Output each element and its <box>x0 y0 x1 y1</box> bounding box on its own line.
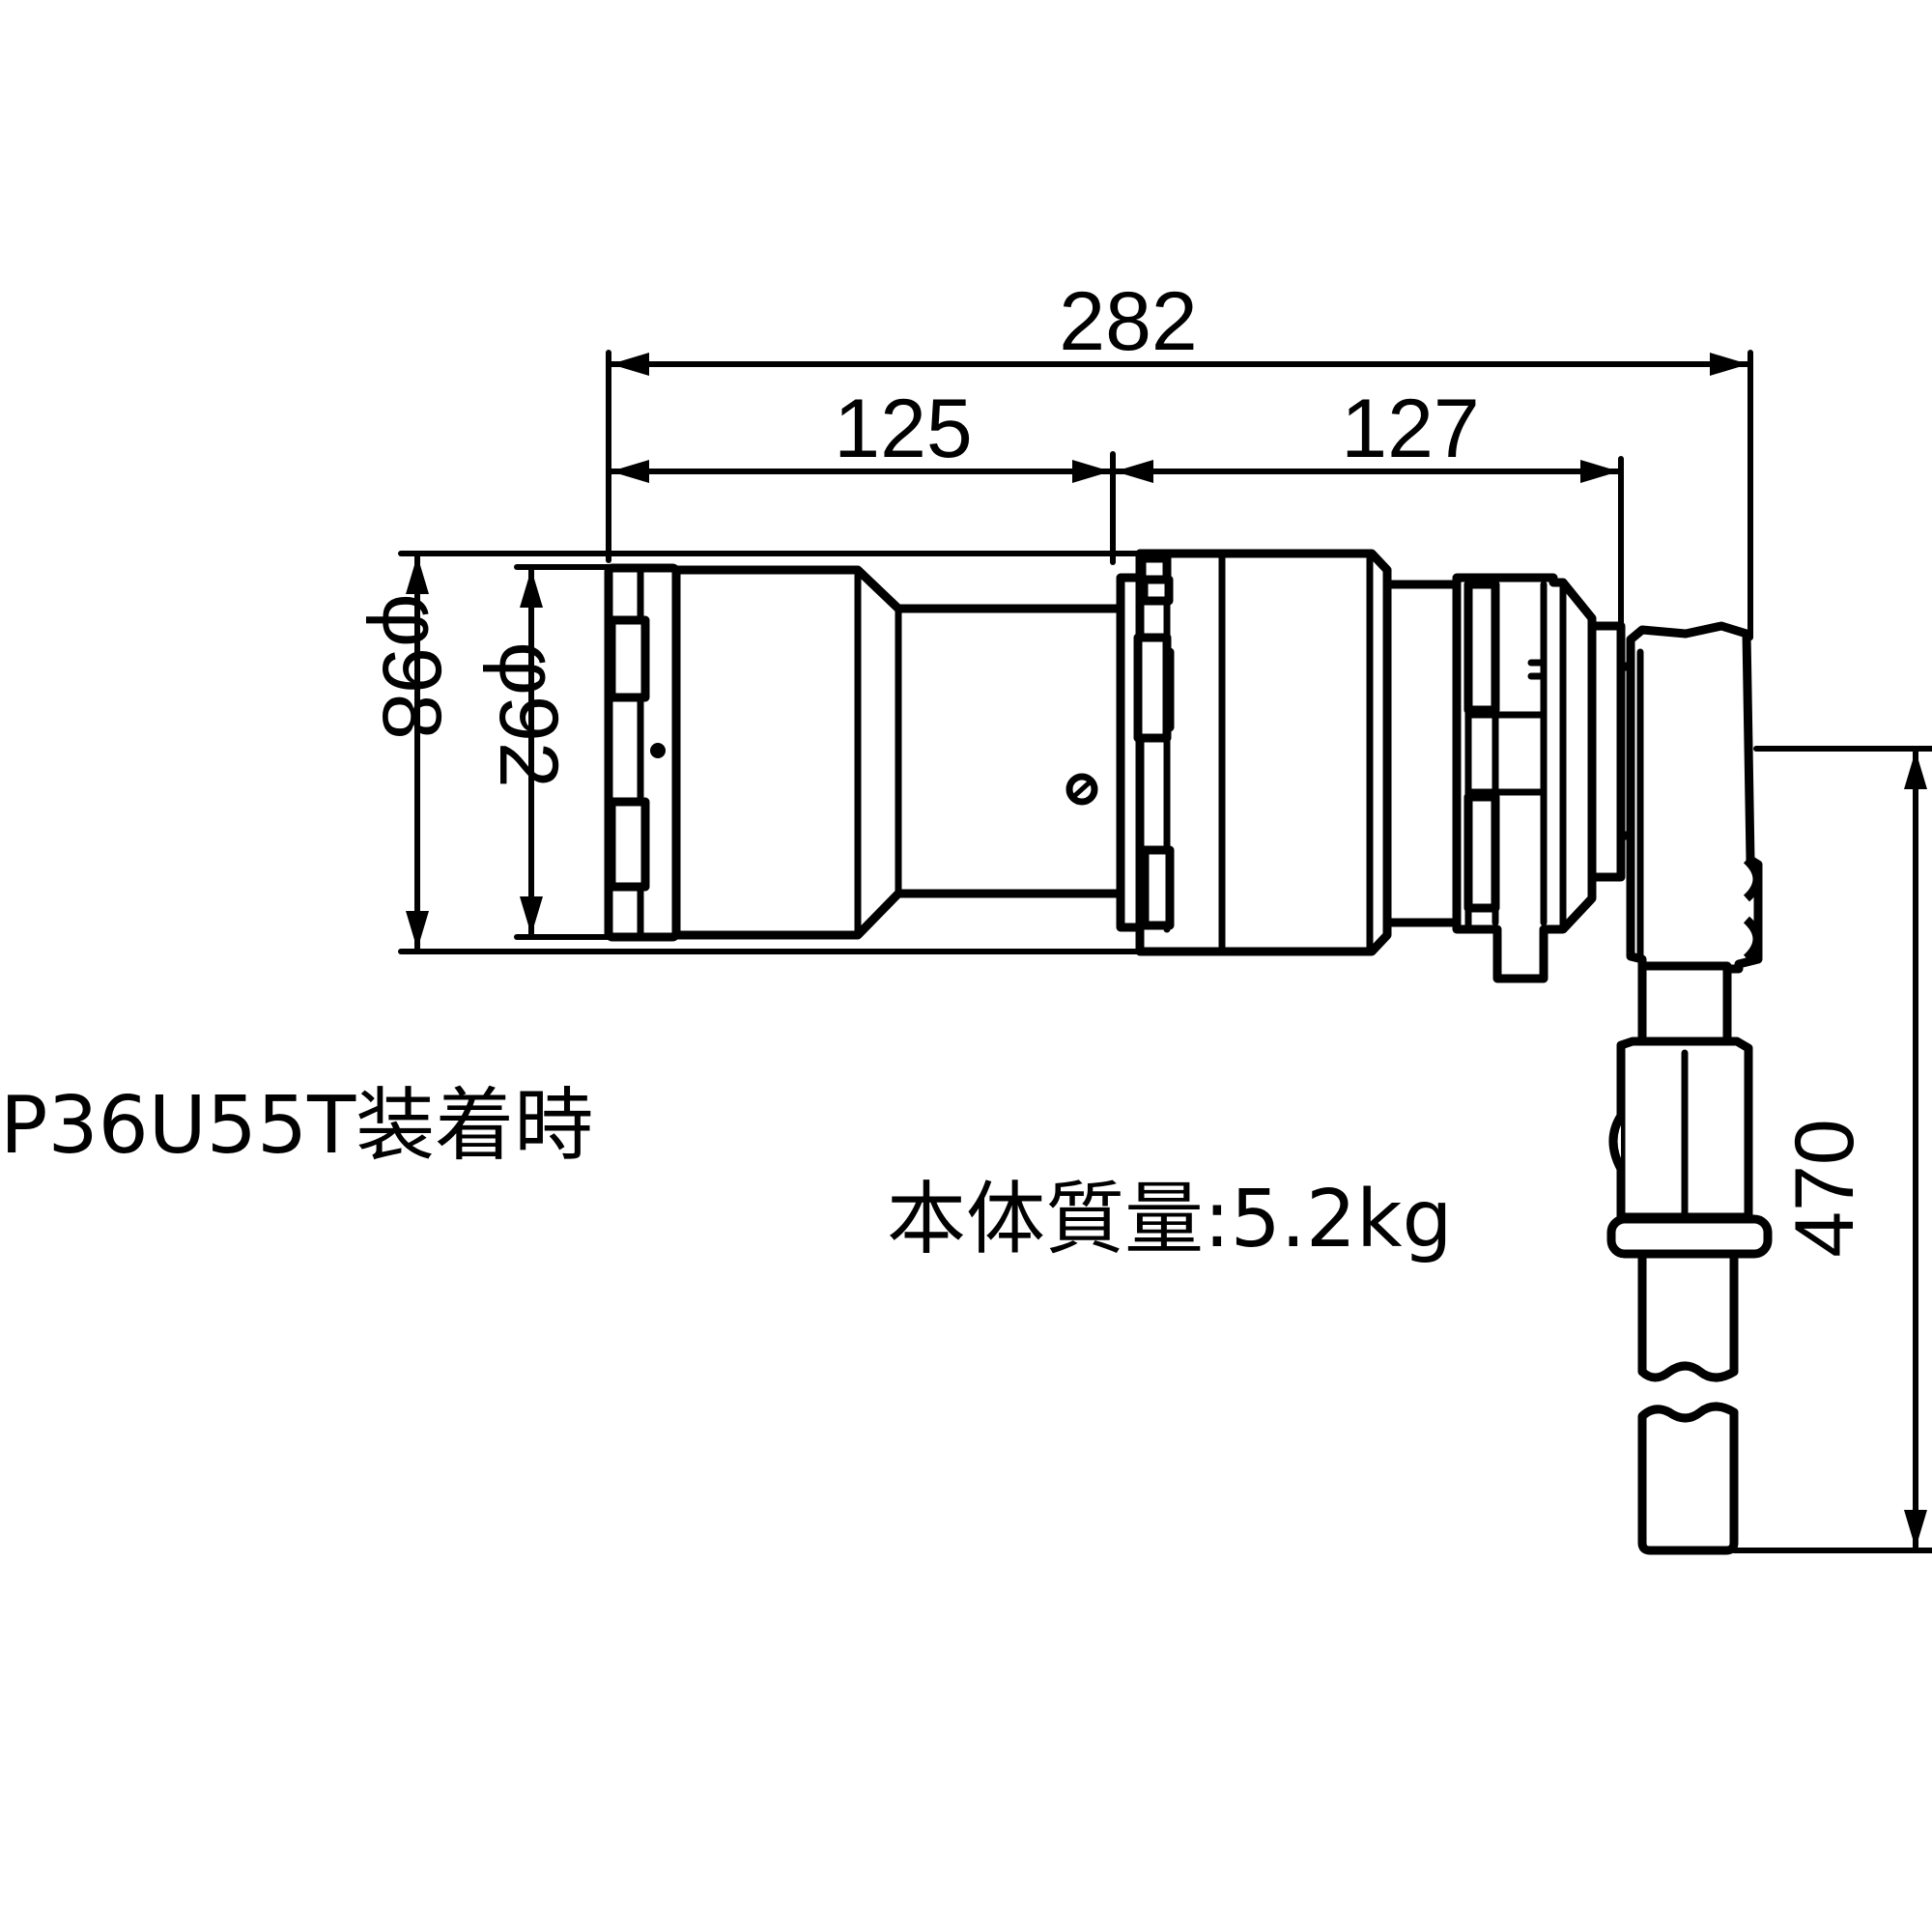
dimension-outer-diameter <box>398 551 1143 954</box>
front-cylinder <box>671 565 1125 940</box>
dimension-handle-height <box>1731 746 1932 1553</box>
handle-grip <box>1637 1249 1739 1555</box>
body-mass-note: 本体質量:5.2kg <box>887 1174 1453 1265</box>
set-screw-icon <box>650 743 666 758</box>
slotted-screw-icon <box>1065 773 1098 806</box>
front-length-label: 125 <box>834 383 973 475</box>
overall-length-label: 282 <box>1059 275 1198 368</box>
tool-body <box>604 549 1773 1555</box>
model-mounted-note: P36U55T装着時 <box>0 1080 593 1172</box>
handle-height-label: 470 <box>1778 1119 1871 1258</box>
rear-length-label: 127 <box>1341 383 1480 475</box>
outer-diameter-label: φ98 <box>365 593 458 739</box>
front-collar <box>604 563 681 942</box>
handle-neck <box>1606 961 1773 1259</box>
ratchet-head <box>1626 621 1763 974</box>
dimension-overall-length <box>606 350 1753 640</box>
gear-section <box>1382 573 1635 983</box>
dimension-rear-length <box>1112 456 1624 640</box>
inner-diameter-label: φ92 <box>482 641 575 787</box>
dimension-inner-diameter <box>514 564 611 940</box>
main-body <box>1116 549 1392 956</box>
